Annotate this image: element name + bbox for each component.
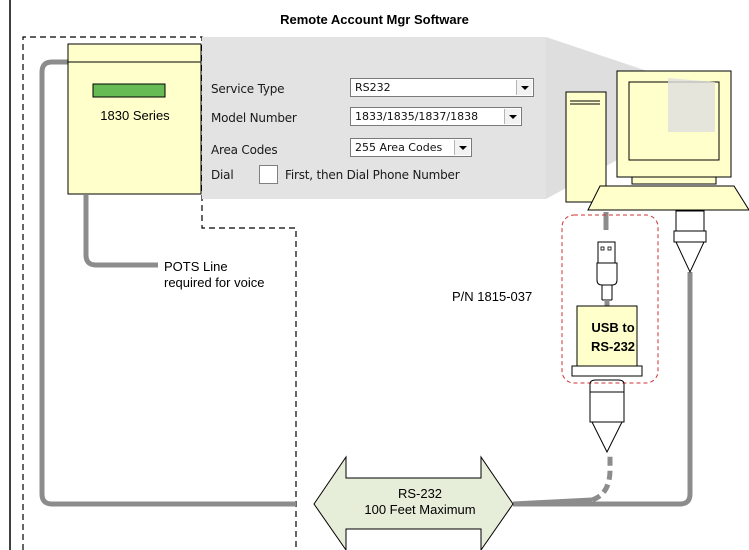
db9-connector-adapter: [589, 391, 625, 423]
part-number-label: P/N 1815-037: [452, 289, 533, 304]
area-codes-label: Area Codes: [211, 143, 278, 157]
rs232-cable-right-b: [513, 272, 693, 507]
chevron-down-icon[interactable]: [454, 140, 470, 155]
cable-label: RS-232 100 Feet Maximum: [340, 486, 500, 518]
area-codes-select[interactable]: 255 Area Codes: [350, 138, 472, 157]
monitor-stand: [631, 176, 717, 185]
rs232-cable-left: [39, 59, 296, 507]
dial-suffix-label: First, then Dial Phone Number: [285, 168, 460, 182]
dial-first-checkbox[interactable]: [259, 165, 278, 184]
dial-label: Dial: [211, 168, 234, 182]
service-type-value: RS232: [355, 81, 391, 94]
cable-length-arrow: [313, 455, 514, 550]
pc-tower: [565, 91, 607, 203]
model-number-label: Model Number: [211, 111, 297, 125]
service-type-select[interactable]: RS232: [350, 78, 534, 97]
alarm-panel-display: [92, 83, 166, 98]
pc-keyboard: [587, 185, 749, 211]
adapter-label: USB to RS-232: [573, 318, 653, 356]
usb-plug-tip: [597, 241, 616, 264]
db9-connector-pc: [675, 210, 705, 232]
chevron-down-icon[interactable]: [504, 109, 520, 124]
dashed-boundary: [22, 36, 297, 550]
software-panel: Service Type RS232 Model Number 1833/183…: [202, 37, 546, 199]
model-number-select[interactable]: 1833/1835/1837/1838: [350, 107, 522, 126]
model-number-value: 1833/1835/1837/1838: [355, 110, 479, 123]
usb-adapter-body: [576, 305, 638, 367]
device-label: 1830 Series: [100, 108, 170, 123]
pots-line-label: POTS Line: [164, 259, 228, 274]
pots-required-label: required for voice: [164, 275, 265, 290]
adapter-label-line1: USB to: [591, 320, 635, 335]
adapter-label-line2: RS-232: [590, 339, 636, 354]
area-codes-value: 255 Area Codes: [355, 141, 443, 154]
rs232-cable-dashed: [591, 452, 613, 503]
alarm-panel-box: [67, 43, 202, 195]
pots-cable: [83, 195, 158, 268]
cable-max-length-label: 100 Feet Maximum: [364, 502, 476, 517]
service-type-label: Service Type: [211, 82, 285, 96]
diagram-title: Remote Account Mgr Software: [280, 12, 469, 27]
adapter-kit-outline: [561, 214, 659, 384]
chevron-down-icon[interactable]: [516, 80, 532, 95]
cable-type-label: RS-232: [397, 486, 443, 501]
